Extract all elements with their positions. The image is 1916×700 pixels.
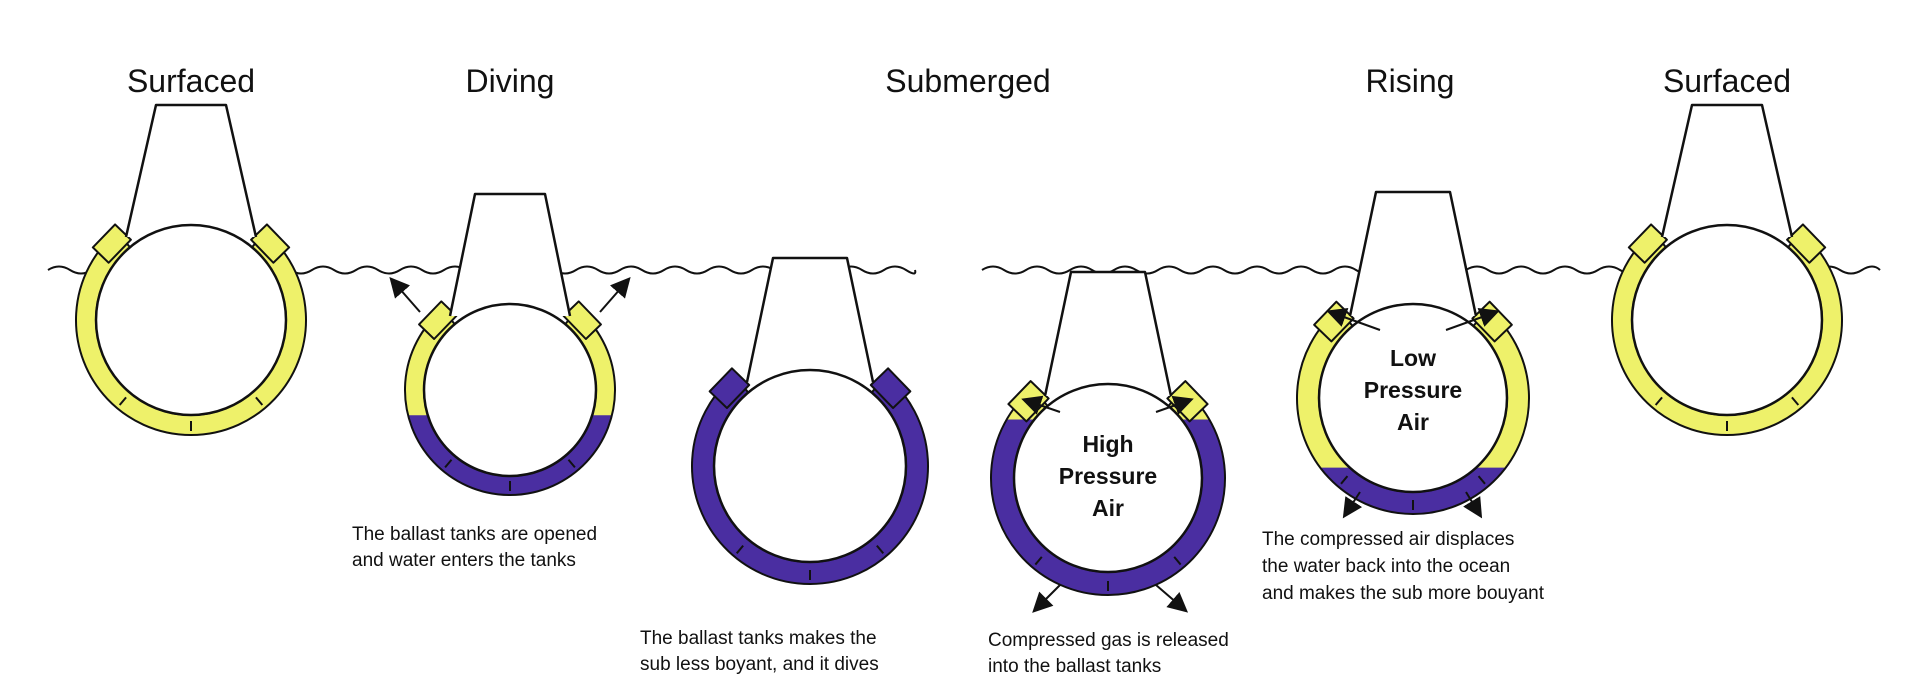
vent-valve xyxy=(708,367,751,410)
flow-arrow xyxy=(1445,308,1500,331)
vent-valve xyxy=(1786,223,1827,264)
vent-valve xyxy=(91,223,132,264)
stage-title-surfaced-2: Surfaced xyxy=(1663,63,1791,99)
high-pressure-caption-line1: Compressed gas is released xyxy=(988,630,1229,651)
high-pressure-label-line1: High xyxy=(1082,431,1133,457)
ballast-tank-water xyxy=(1320,467,1506,515)
flood-port xyxy=(567,459,576,469)
vent-valve xyxy=(1627,223,1668,264)
submarine-submerged xyxy=(691,256,929,585)
pressure-hull xyxy=(712,368,908,564)
pressure-hull xyxy=(1012,382,1204,574)
vent-valve xyxy=(250,223,291,264)
ballast-tank-water xyxy=(991,419,1225,595)
submarine-surfaced-2 xyxy=(1611,103,1843,436)
pressure-hull xyxy=(94,223,288,417)
low-pressure-label-line1: Low xyxy=(1390,345,1436,371)
flood-port xyxy=(1173,556,1182,566)
high-pressure-label-line3: Air xyxy=(1092,495,1124,521)
flood-port xyxy=(876,545,885,554)
diving-caption-line1: The ballast tanks are opened xyxy=(352,524,597,545)
submarine-high-pressure xyxy=(990,270,1226,613)
flow-arrow xyxy=(1155,395,1194,415)
flow-arrow xyxy=(1032,584,1061,613)
submerged-caption-line2: sub less boyant, and it dives xyxy=(640,654,879,675)
high-pressure-label-line2: Pressure xyxy=(1059,463,1157,489)
submarine-diving xyxy=(389,192,631,496)
diving-caption-line2: and water enters the tanks xyxy=(352,550,576,571)
flow-arrow xyxy=(389,276,421,313)
pressure-hull xyxy=(1317,302,1509,494)
high-pressure-caption-line2: into the ballast tanks xyxy=(988,656,1161,677)
flood-port xyxy=(444,459,453,469)
flood-port xyxy=(255,396,264,406)
ballast-tank-water xyxy=(408,415,612,495)
conning-tower xyxy=(1043,270,1173,397)
low-pressure-label-line3: Air xyxy=(1397,409,1429,435)
conning-tower xyxy=(124,103,258,238)
stage-title-submerged: Submerged xyxy=(885,63,1050,99)
vent-valve xyxy=(418,300,458,340)
pressure-hull xyxy=(422,302,598,478)
conning-tower xyxy=(448,192,572,317)
conning-tower xyxy=(1348,190,1478,317)
conning-tower xyxy=(745,256,875,383)
flood-port xyxy=(1791,396,1800,406)
flood-port xyxy=(1654,396,1663,406)
flow-arrow xyxy=(599,276,631,313)
stage-title-rising: Rising xyxy=(1366,63,1455,99)
flood-port xyxy=(735,545,744,554)
submerged-caption-line1: The ballast tanks makes the xyxy=(640,628,877,649)
flood-port xyxy=(118,396,127,406)
flood-port xyxy=(1034,556,1043,566)
flow-arrow xyxy=(1021,395,1061,415)
low-pressure-label-line2: Pressure xyxy=(1364,377,1462,403)
stage-title-surfaced-1: Surfaced xyxy=(127,63,255,99)
vent-valve xyxy=(869,367,912,410)
submarine-rising xyxy=(1296,190,1530,519)
conning-tower xyxy=(1660,103,1794,238)
flow-arrow xyxy=(1342,491,1363,519)
flood-port xyxy=(1477,475,1486,485)
vent-valve xyxy=(562,300,602,340)
rising-caption-line2: the water back into the ocean xyxy=(1262,556,1510,577)
pressure-hull xyxy=(1630,223,1824,417)
flow-arrow xyxy=(1463,491,1483,519)
submarine-surfaced-1 xyxy=(75,103,307,436)
flood-port xyxy=(1340,475,1349,485)
flow-arrow xyxy=(1326,308,1381,331)
rising-caption-line3: and makes the sub more bouyant xyxy=(1262,583,1545,604)
rising-caption-line1: The compressed air displaces xyxy=(1262,529,1514,550)
stage-title-diving: Diving xyxy=(466,63,555,99)
flow-arrow xyxy=(1155,584,1189,613)
